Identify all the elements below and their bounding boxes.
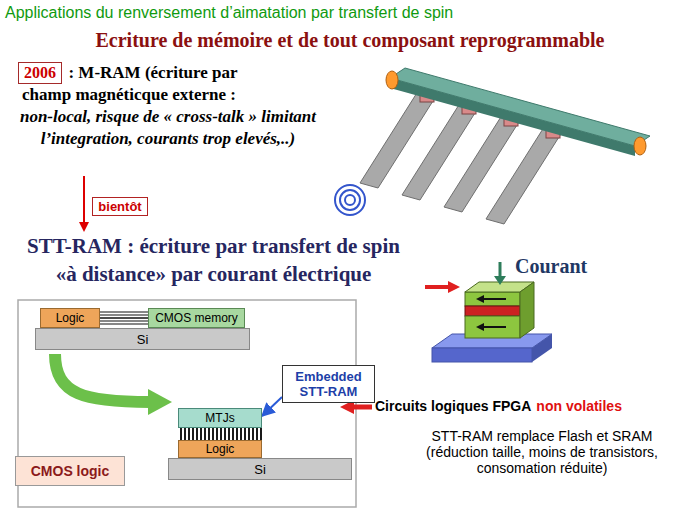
- node-text: Si: [254, 462, 266, 477]
- node-text: bientôt: [98, 199, 141, 214]
- track-front: [432, 348, 532, 362]
- benefits-note: STT-RAM remplace Flash et SRAM (réductio…: [402, 428, 682, 476]
- pointer-arrow: [425, 285, 450, 289]
- stt-heading: STT-RAM : écriture par transfert de spin…: [25, 232, 402, 288]
- node-text: CMOS logic: [31, 463, 110, 479]
- field-ring: [345, 195, 355, 205]
- magnetization: [482, 326, 506, 328]
- magnetization: [482, 298, 506, 300]
- field-ring: [335, 185, 365, 215]
- current-end: [386, 71, 398, 89]
- connector: [262, 397, 282, 416]
- status-box: bientôt: [92, 197, 148, 216]
- free-layer: [465, 292, 520, 306]
- node-text: Embedded STT-RAM: [283, 369, 374, 399]
- node-text: MTJs: [205, 411, 234, 425]
- year-box: 2006: [18, 62, 62, 84]
- mram-drawbacks: non-local, risque de « cross-talk » limi…: [18, 106, 318, 150]
- node-text: Si: [137, 332, 149, 347]
- substrate-layer: Si: [168, 458, 352, 480]
- wire: [100, 311, 148, 312]
- current-arrowhead: [494, 276, 506, 285]
- callout-box: Embedded STT-RAM: [282, 365, 375, 403]
- memory-block: CMOS memory: [148, 308, 245, 328]
- integration-arrow: [55, 354, 150, 402]
- transition-arrow: [83, 176, 85, 224]
- via-layer: [178, 428, 262, 440]
- integration-arrowhead: [148, 389, 172, 415]
- node-text: Logic: [206, 442, 235, 456]
- track-side: [532, 334, 552, 362]
- transition-arrowhead: [79, 222, 89, 232]
- word-line-top: [390, 68, 650, 146]
- bit-line: [486, 124, 564, 224]
- logic-layer: Logic: [178, 440, 262, 458]
- wire: [100, 323, 148, 324]
- fixed-layer: [465, 316, 520, 338]
- node-text: Logic: [56, 311, 85, 325]
- logic-block: Logic: [40, 308, 100, 328]
- substrate-block: Si: [35, 328, 250, 350]
- current-arrow: [499, 262, 502, 277]
- fpga-label: Circuits logiques FPGA: [375, 398, 531, 414]
- nonvolatile-label: non volatiles: [536, 398, 622, 414]
- mtj-layer: MTJs: [178, 408, 262, 428]
- pointer-arrowhead: [448, 281, 460, 293]
- node-text: 2006: [24, 64, 56, 82]
- barrier-layer: [465, 306, 520, 316]
- word-line-front: [390, 78, 635, 156]
- node-text: CMOS memory: [155, 311, 238, 325]
- subtitle: Ecriture de mémoire et de tout composant…: [40, 28, 660, 52]
- page-title: Applications du renversement d’aimatatio…: [5, 4, 453, 22]
- connector: [100, 317, 148, 319]
- field-ring: [340, 190, 360, 210]
- current-end: [634, 137, 646, 155]
- magnetization-head: [476, 295, 484, 303]
- magnetization-head: [476, 323, 484, 331]
- pillar-side: [520, 282, 534, 338]
- fpga-arrow: [352, 405, 372, 410]
- wire: [100, 320, 148, 321]
- current-label: Courant: [515, 255, 587, 278]
- chip-panel: [18, 300, 356, 507]
- caption-box: CMOS logic: [15, 456, 125, 486]
- wire: [100, 314, 148, 315]
